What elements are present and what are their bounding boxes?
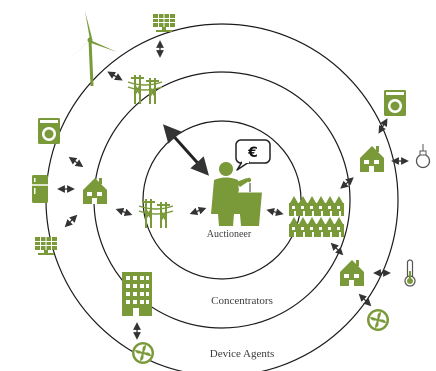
terraced-houses-icon	[289, 196, 344, 237]
auctioneer-label: Auctioneer	[207, 229, 252, 240]
double-arrow-icon	[111, 74, 120, 79]
speech-bubble-icon: €	[235, 139, 271, 171]
device-agents-label: Device Agents	[210, 348, 274, 360]
fan-icon	[367, 309, 389, 331]
double-arrow-icon	[119, 210, 128, 213]
euro-symbol: €	[247, 145, 258, 161]
double-arrow-icon	[72, 159, 80, 165]
building-icon	[122, 272, 152, 316]
house-icon	[360, 146, 384, 172]
wind-turbine-icon	[68, 11, 117, 87]
double-arrow-icon	[193, 209, 202, 212]
concentrators-label: Concentrators	[211, 295, 273, 307]
washing-machine-icon	[38, 118, 60, 144]
thermometer-icon	[404, 259, 416, 287]
washing-machine-icon	[384, 90, 406, 116]
fan-icon	[132, 342, 154, 364]
auctioneer-icon	[211, 162, 262, 226]
fridge-icon	[31, 174, 49, 204]
house-icon	[340, 260, 364, 286]
double-arrow-icon	[333, 245, 340, 252]
double-arrow-icon	[67, 217, 74, 224]
lightbulb-icon	[415, 143, 431, 169]
solar-panel-icon	[152, 13, 176, 33]
house-icon	[83, 178, 107, 204]
connector-line	[162, 124, 210, 176]
double-arrow-icon	[270, 211, 280, 214]
